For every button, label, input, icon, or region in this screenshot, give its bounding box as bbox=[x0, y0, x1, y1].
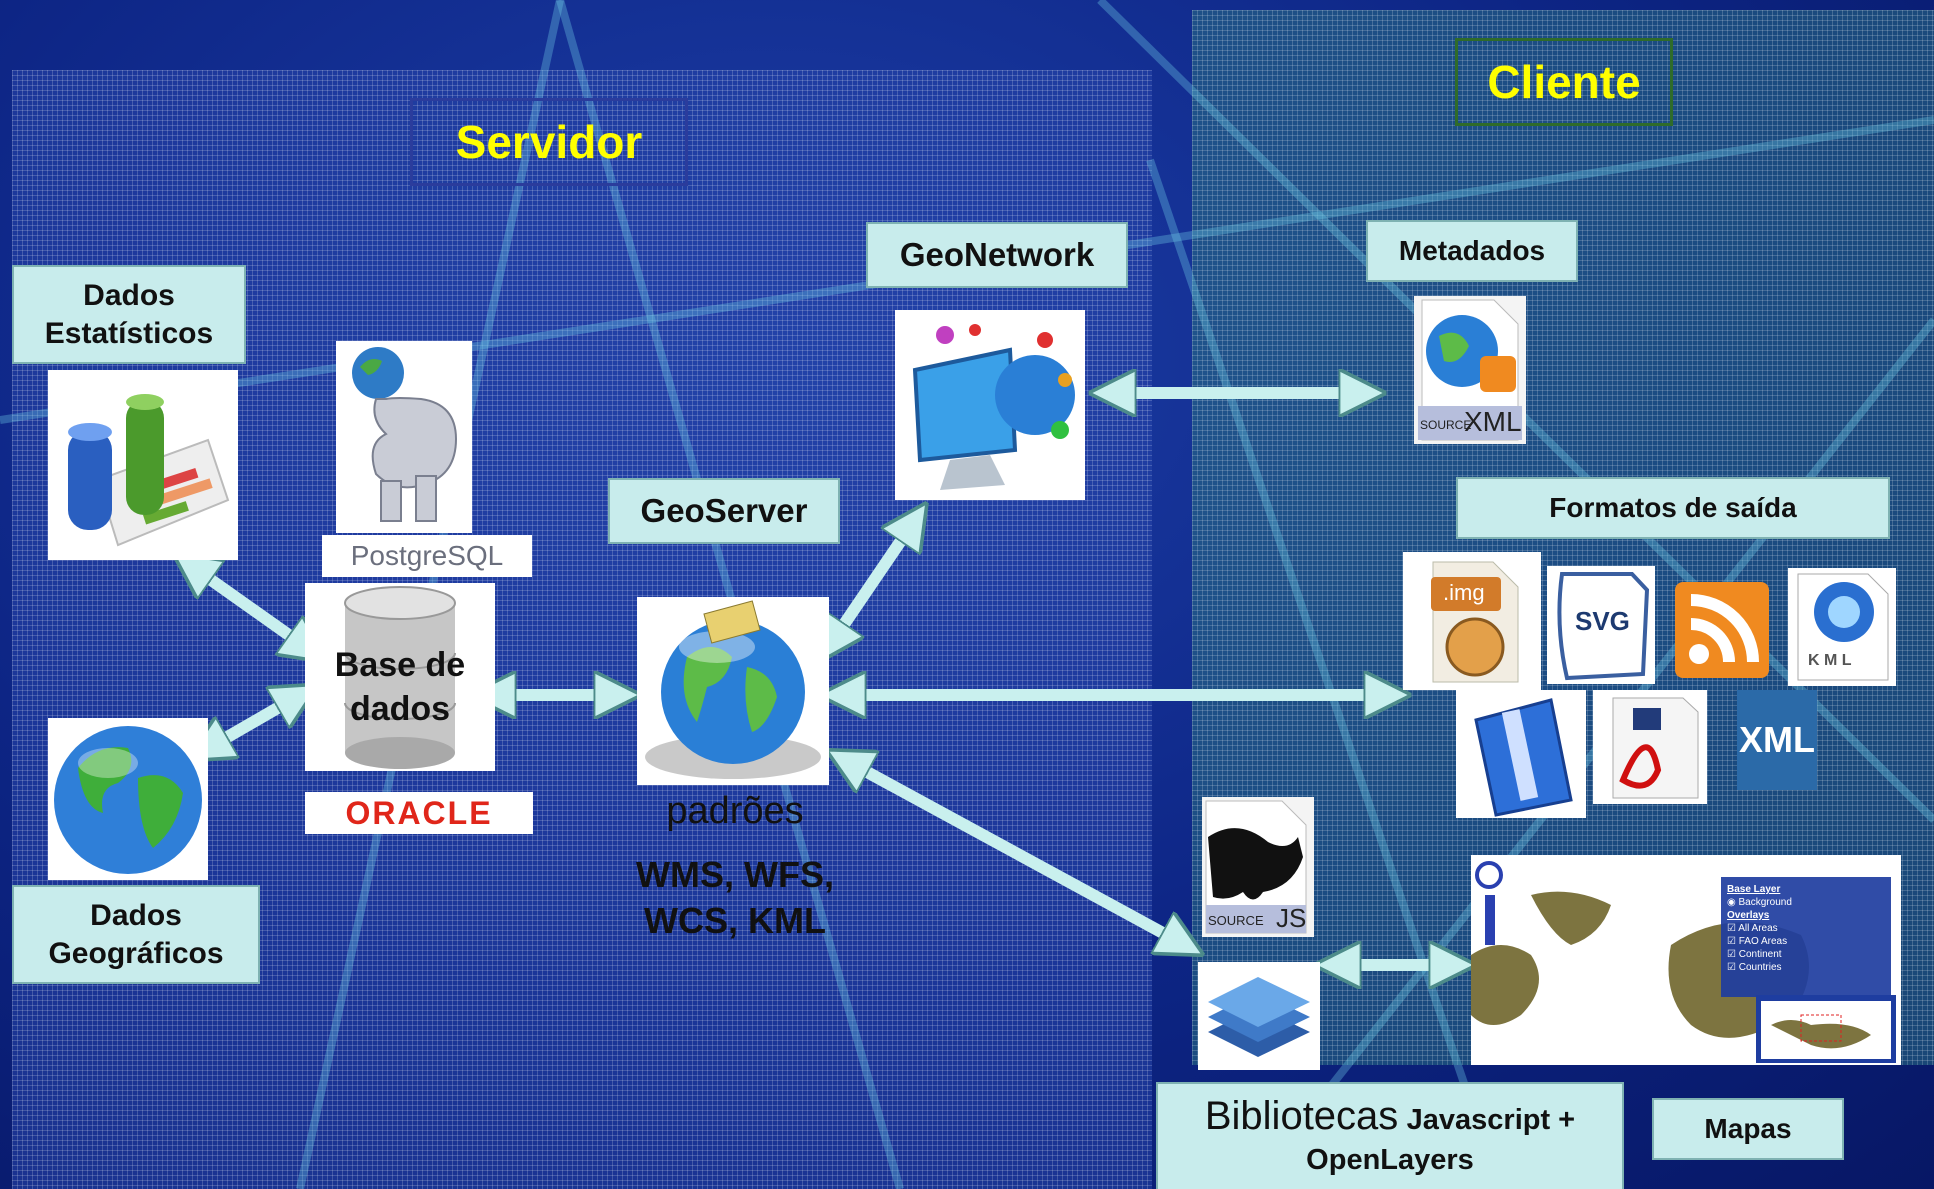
label-metadados: Metadados bbox=[1366, 220, 1578, 282]
database-icon: Base de dados bbox=[305, 583, 495, 771]
bibliotecas-js: Javascript + bbox=[1406, 1103, 1576, 1136]
arrow-stats-db bbox=[190, 565, 310, 650]
postgresql-elephant-icon bbox=[336, 341, 472, 533]
bibliotecas-prefix: Bibliotecas bbox=[1204, 1093, 1399, 1138]
padroes-list: WMS, WFS, WCS, KML bbox=[636, 854, 834, 941]
map-layer-label: FAO Areas bbox=[1738, 936, 1788, 947]
pdf-file-icon bbox=[1593, 690, 1707, 804]
kml-format-text: K M L bbox=[1808, 652, 1852, 669]
map-layer-option[interactable]: ☑ All Areas bbox=[1727, 923, 1778, 934]
javascript-rhino-icon: SOURCE JS bbox=[1202, 797, 1314, 937]
map-preview: Base Layer ◉ Background Overlays ☑ All A… bbox=[1471, 855, 1901, 1065]
map-layer-label: Continent bbox=[1738, 949, 1782, 960]
arrow-geoserver-openlayers bbox=[845, 760, 1185, 945]
metadata-xml-icon: SOURCE XML bbox=[1414, 296, 1526, 444]
label-geoserver-text: GeoServer bbox=[640, 492, 808, 529]
label-formatos: Formatos de saída bbox=[1456, 477, 1890, 539]
label-bibliotecas: Bibliotecas Javascript + OpenLayers bbox=[1156, 1082, 1624, 1189]
label-dados-geograficos-text: Dados Geográficos bbox=[48, 898, 224, 970]
label-metadados-text: Metadados bbox=[1398, 235, 1546, 266]
label-geonetwork: GeoNetwork bbox=[866, 222, 1128, 288]
map-base-layer-heading: Base Layer bbox=[1727, 884, 1781, 895]
label-mapas: Mapas bbox=[1652, 1098, 1844, 1160]
map-overlays-heading: Overlays bbox=[1727, 910, 1770, 921]
geoserver-globe-icon bbox=[637, 597, 829, 785]
database-label: Base de dados bbox=[334, 646, 466, 728]
label-dados-estatisticos-text: Dados Estatísticos bbox=[44, 278, 214, 350]
postgresql-logo: PostgreSQL bbox=[322, 535, 532, 577]
img-file-icon: .img bbox=[1403, 552, 1541, 690]
map-layer-option[interactable]: ☑ Countries bbox=[1727, 962, 1782, 973]
svg-format-text: SVG bbox=[1575, 606, 1630, 636]
label-dados-geograficos: Dados Geográficos bbox=[12, 885, 260, 984]
map-background-option[interactable]: ◉ Background bbox=[1727, 897, 1792, 908]
padroes-label: padrões bbox=[666, 790, 804, 832]
xml-file-icon: XML bbox=[1737, 690, 1817, 790]
globe-icon bbox=[48, 718, 208, 880]
server-title-text: Servidor bbox=[455, 116, 643, 168]
js-source-text: SOURCE bbox=[1208, 913, 1264, 928]
zip-archive-icon bbox=[1456, 690, 1586, 818]
map-layer-label: All Areas bbox=[1738, 923, 1778, 934]
client-title: Cliente bbox=[1455, 38, 1673, 126]
map-layer-option[interactable]: ☑ FAO Areas bbox=[1727, 936, 1788, 947]
svg-file-icon: SVG bbox=[1547, 566, 1655, 684]
label-geoserver: GeoServer bbox=[608, 478, 840, 544]
statistics-chart-icon bbox=[48, 370, 238, 560]
server-title: Servidor bbox=[410, 98, 688, 186]
oracle-logo-text: ORACLE bbox=[345, 794, 493, 831]
map-background-text: Background bbox=[1738, 897, 1792, 908]
label-formatos-text: Formatos de saída bbox=[1549, 492, 1797, 523]
oracle-logo: ORACLE bbox=[305, 792, 533, 834]
metadata-source-text: SOURCE bbox=[1420, 418, 1472, 432]
metadata-xml-text: XML bbox=[1464, 406, 1522, 437]
rss-icon bbox=[1675, 582, 1769, 678]
label-bibliotecas-line1: Bibliotecas Javascript + bbox=[1205, 1096, 1575, 1140]
label-geonetwork-text: GeoNetwork bbox=[899, 236, 1095, 273]
map-layer-switcher[interactable]: Base Layer ◉ Background Overlays ☑ All A… bbox=[1727, 883, 1792, 974]
map-layer-label: Countries bbox=[1738, 962, 1782, 973]
label-dados-estatisticos: Dados Estatísticos bbox=[12, 265, 246, 364]
map-layer-option[interactable]: ☑ Continent bbox=[1727, 949, 1782, 960]
openlayers-layers-icon bbox=[1198, 962, 1320, 1070]
arrow-geoserver-geonetwork bbox=[830, 520, 915, 645]
js-text: JS bbox=[1276, 903, 1307, 933]
arrow-geo-db bbox=[205, 695, 300, 750]
postgresql-logo-text: PostgreSQL bbox=[350, 540, 504, 571]
xml-format-text: XML bbox=[1739, 719, 1815, 760]
bibliotecas-ol: OpenLayers bbox=[1306, 1143, 1474, 1176]
client-title-text: Cliente bbox=[1487, 56, 1641, 108]
label-mapas-text: Mapas bbox=[1704, 1113, 1792, 1144]
geonetwork-monitor-icon bbox=[895, 310, 1085, 500]
img-format-text: .img bbox=[1443, 580, 1485, 605]
kml-file-icon: K M L bbox=[1788, 568, 1896, 686]
